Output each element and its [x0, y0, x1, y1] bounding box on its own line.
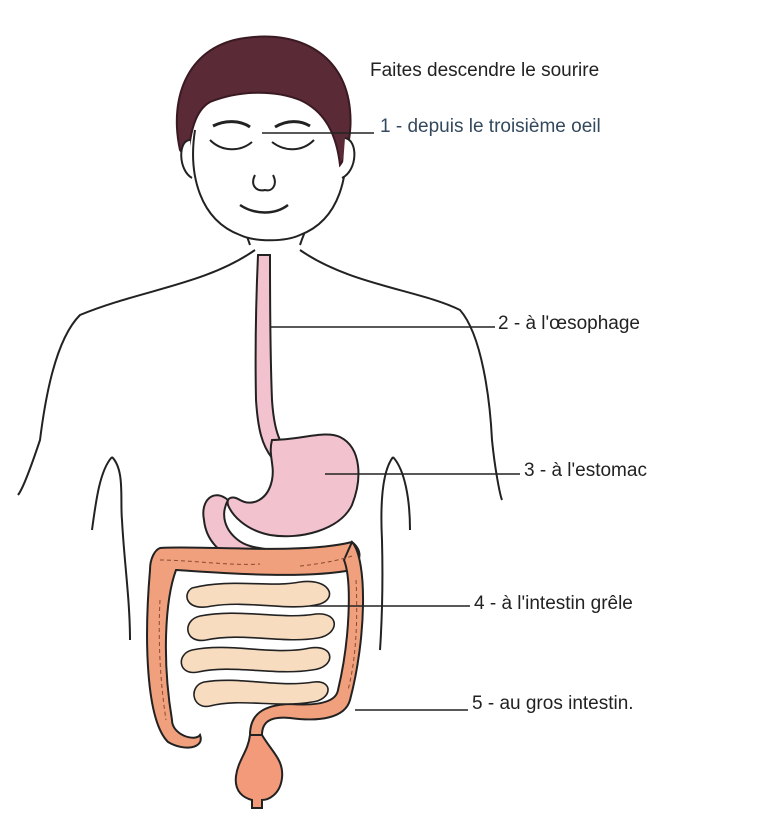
large-intestine: [147, 542, 363, 748]
small-intestine: [181, 581, 334, 706]
head: [177, 37, 355, 241]
diagram-title: Faites descendre le sourire: [370, 60, 599, 82]
label-third-eye: 1 - depuis le troisième oeil: [380, 116, 601, 138]
right-eyebrow: [275, 122, 310, 127]
esophagus-stomach: [203, 255, 358, 562]
label-esophagus: 2 - à l'œsophage: [498, 313, 640, 335]
label-large-intestine: 5 - au gros intestin.: [472, 693, 634, 715]
rectum: [236, 735, 282, 808]
label-stomach: 3 - à l'estomac: [524, 460, 647, 482]
stomach: [228, 435, 359, 537]
face-outline: [193, 130, 346, 240]
label-small-intestine: 4 - à l'intestin grêle: [474, 593, 633, 615]
esophagus: [256, 255, 288, 458]
left-eyebrow: [213, 122, 250, 127]
